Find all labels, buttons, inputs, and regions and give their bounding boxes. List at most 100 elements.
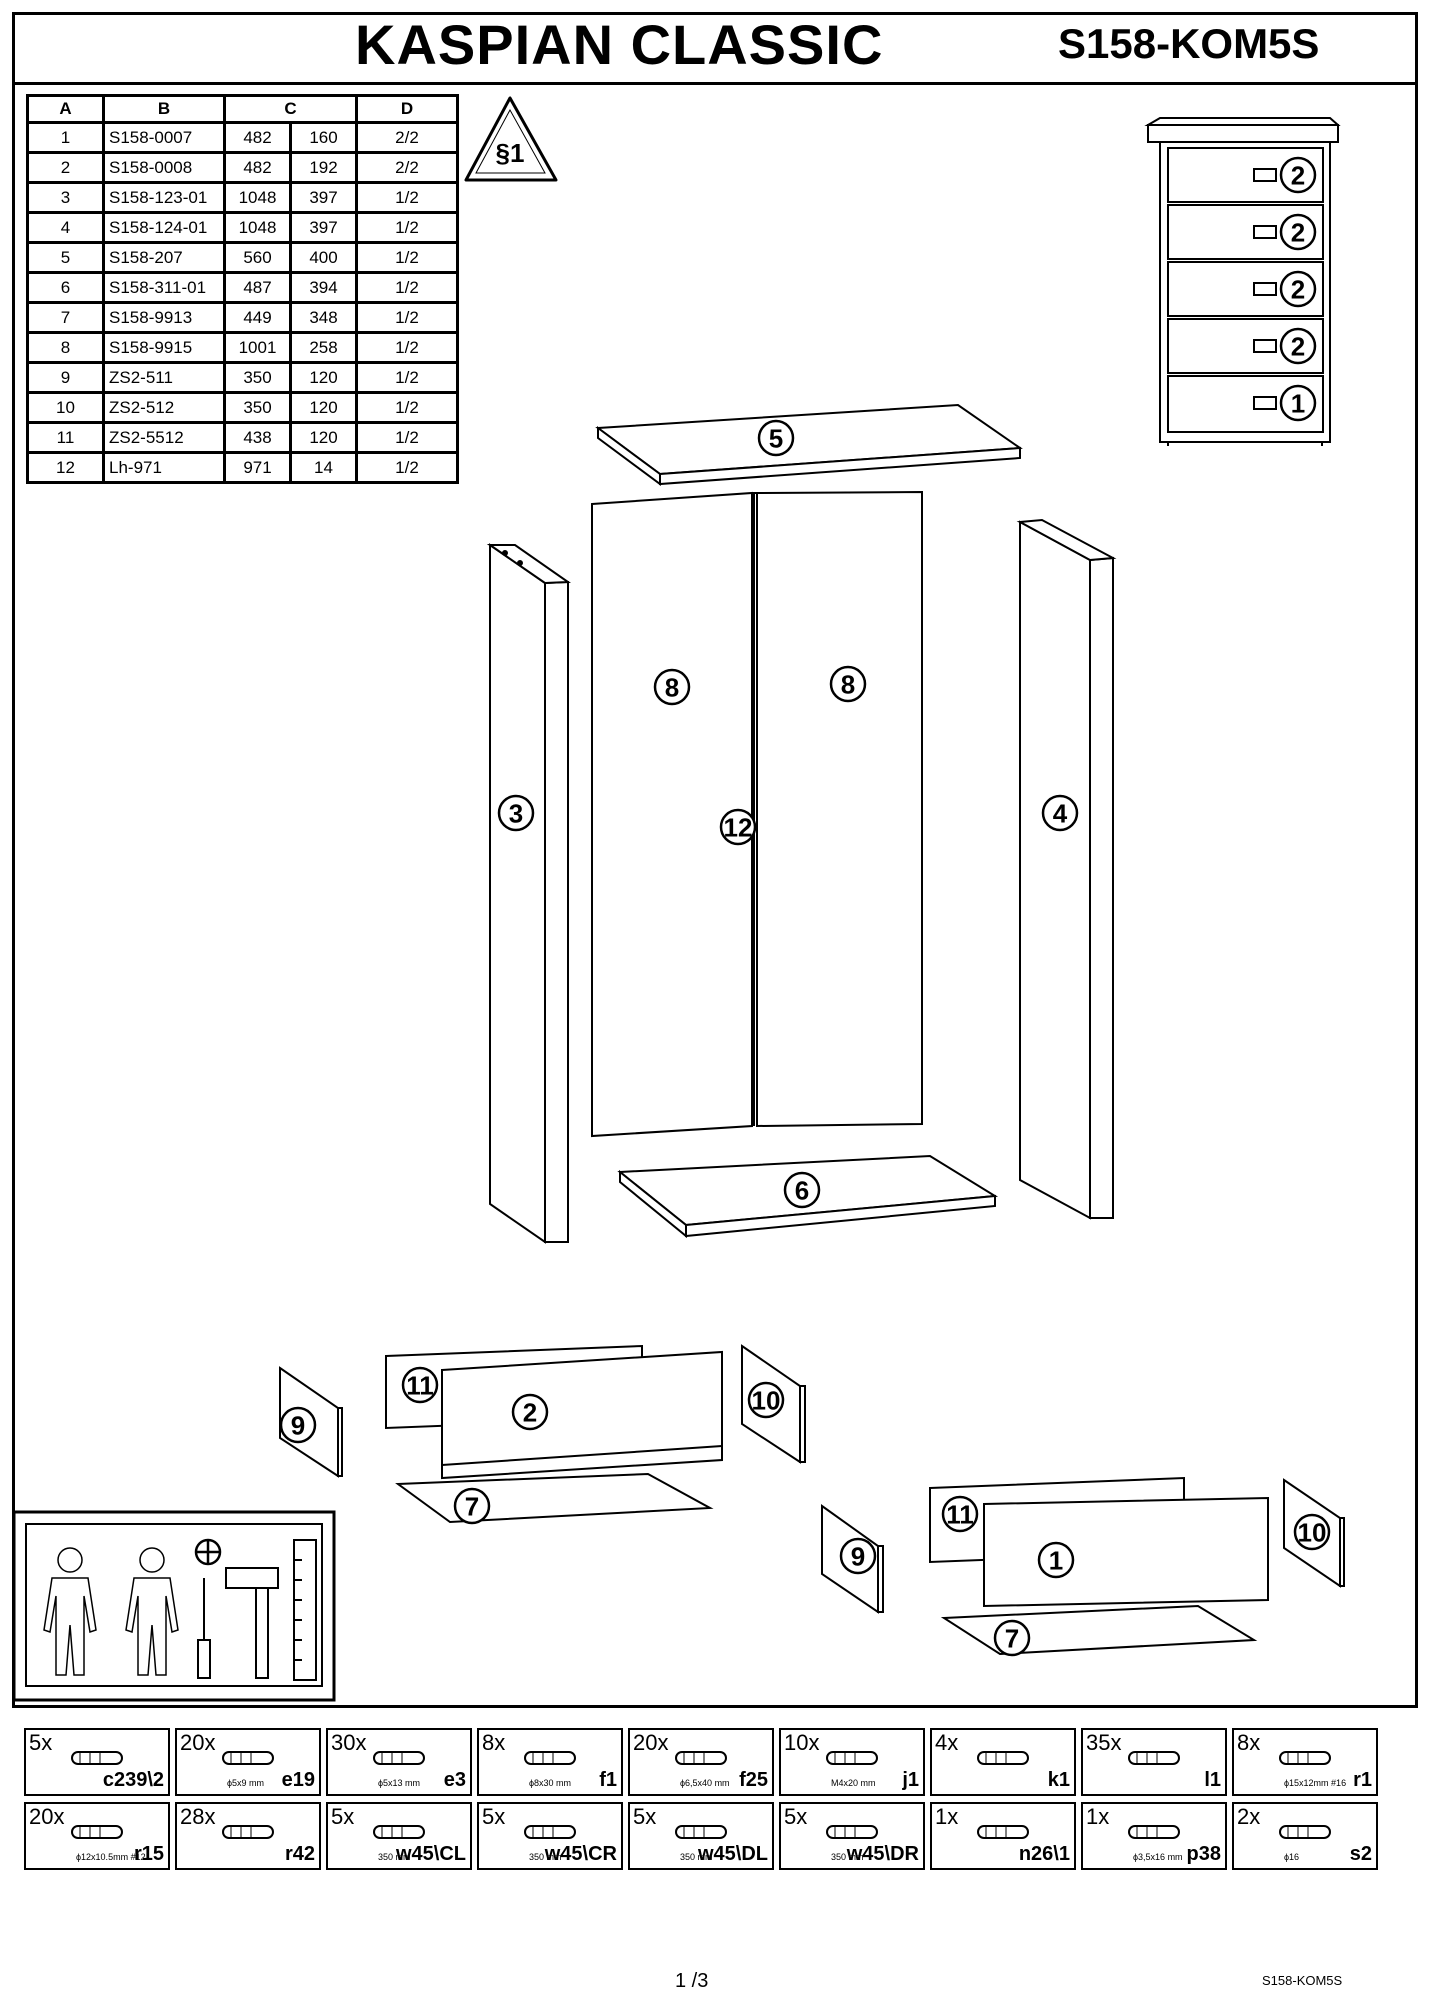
hardware-code: l1 <box>1204 1769 1221 1791</box>
preview-drawer-label-text: 2 <box>1291 331 1305 361</box>
preview-drawer-label: 2 <box>1279 327 1317 365</box>
drawer-handle-icon <box>1253 282 1277 296</box>
part-back-panels <box>591 490 923 1138</box>
table-cell: 1 <box>26 121 105 154</box>
hardware-code: e3 <box>443 1769 466 1791</box>
preview-drawer-label: 1 <box>1279 384 1317 422</box>
hardware-code: w45\DL <box>697 1843 768 1865</box>
hardware-code: s2 <box>1349 1843 1372 1865</box>
ruler-icon <box>293 1539 317 1681</box>
part-label-drawer-b-side-left-text: 9 <box>851 1541 865 1571</box>
part-label-back-right-text: 8 <box>841 669 855 699</box>
table-cell: 1/2 <box>355 331 459 364</box>
part-label-drawer-a-side-right: 10 <box>747 1381 785 1419</box>
part-label-drawer-b-back-text: 11 <box>946 1499 974 1529</box>
table-cell: 487 <box>223 271 292 304</box>
part-label-back-joint: 12 <box>719 808 757 846</box>
part-label-right-side-text: 4 <box>1053 798 1068 828</box>
drawer-a-parts <box>279 1344 806 1524</box>
person-icon <box>125 1547 179 1676</box>
table-cell: S158-0007 <box>102 121 226 154</box>
hardware-code: e19 <box>281 1769 315 1791</box>
preview-drawer-label-text: 2 <box>1291 160 1305 190</box>
table-cell: 12 <box>26 451 105 484</box>
hardware-code: w45\CR <box>544 1843 617 1865</box>
table-cell: 1001 <box>223 331 292 364</box>
hardware-size: ϕ5x9 mm <box>227 1778 265 1788</box>
hardware-size: ϕ6,5x40 mm <box>680 1778 730 1788</box>
hardware-code: c239\2 <box>102 1769 164 1791</box>
table-cell: 1/2 <box>355 451 459 484</box>
footer-code: S158-KOM5S <box>1262 1973 1343 1988</box>
part-label-top: 5 <box>757 419 795 457</box>
nail-icon <box>1123 1740 1193 1776</box>
table-cell: 1/2 <box>355 211 459 244</box>
cross-screw-icon <box>194 1538 222 1566</box>
hardware-qty: 5x <box>784 1804 808 1829</box>
drawer-b-parts <box>821 1476 1345 1656</box>
part-label-back-left: 8 <box>653 668 691 706</box>
part-label-drawer-b-front-text: 1 <box>1049 1545 1063 1575</box>
part-label-drawer-b-side-right: 10 <box>1293 1513 1331 1551</box>
hardware-qty: 8x <box>482 1730 506 1755</box>
part-label-drawer-a-front: 2 <box>511 1393 549 1431</box>
hardware-qty: 5x <box>633 1804 657 1829</box>
part-label-left-side-text: 3 <box>509 798 523 828</box>
drawer-runner-icon <box>670 1814 740 1850</box>
hardware-code: j1 <box>902 1769 919 1791</box>
table-cell: 3 <box>26 181 105 214</box>
table-cell: 1/2 <box>355 241 459 274</box>
table-cell: 5 <box>26 241 105 274</box>
part-label-back-left-text: 8 <box>665 672 679 702</box>
table-cell: S158-0008 <box>102 151 226 184</box>
hardware-qty: 30x <box>331 1730 367 1755</box>
hardware-qty: 5x <box>482 1804 506 1829</box>
part-left-side <box>486 543 571 1244</box>
table-cell: 8 <box>26 331 105 364</box>
table-cell: ZS2-511 <box>102 361 226 394</box>
table-cell: 11 <box>26 421 105 454</box>
part-label-drawer-a-bottom: 7 <box>453 1487 491 1525</box>
furniture-foot-icon <box>1274 1814 1344 1850</box>
hardware-size: 350 mm <box>378 1852 411 1862</box>
table-cell: 400 <box>289 241 358 274</box>
page-title: KASPIAN CLASSIC <box>355 13 884 76</box>
hardware-size: 350 mm <box>529 1852 562 1862</box>
table-cell: S158-311-01 <box>102 271 226 304</box>
warning-triangle-icon <box>464 96 558 182</box>
part-label-drawer-b-side-left: 9 <box>839 1537 877 1575</box>
model-code: S158-KOM5S <box>1058 20 1320 67</box>
preview-drawer-label: 2 <box>1279 213 1317 251</box>
preview-drawer-label-text: 1 <box>1291 388 1305 418</box>
table-cell: 394 <box>289 271 358 304</box>
hardware-code: k1 <box>1047 1769 1070 1791</box>
table-cell: 971 <box>223 451 292 484</box>
part-label-top-text: 5 <box>769 423 783 453</box>
table-cell: S158-9915 <box>102 331 226 364</box>
cam-bracket-icon <box>66 1740 136 1776</box>
hardware-size: 350 mm <box>680 1852 713 1862</box>
part-top-panel <box>595 403 1023 486</box>
drawer-runner-icon <box>519 1814 589 1850</box>
table-cell: 1/2 <box>355 391 459 424</box>
part-label-drawer-a-front-text: 2 <box>523 1397 537 1427</box>
